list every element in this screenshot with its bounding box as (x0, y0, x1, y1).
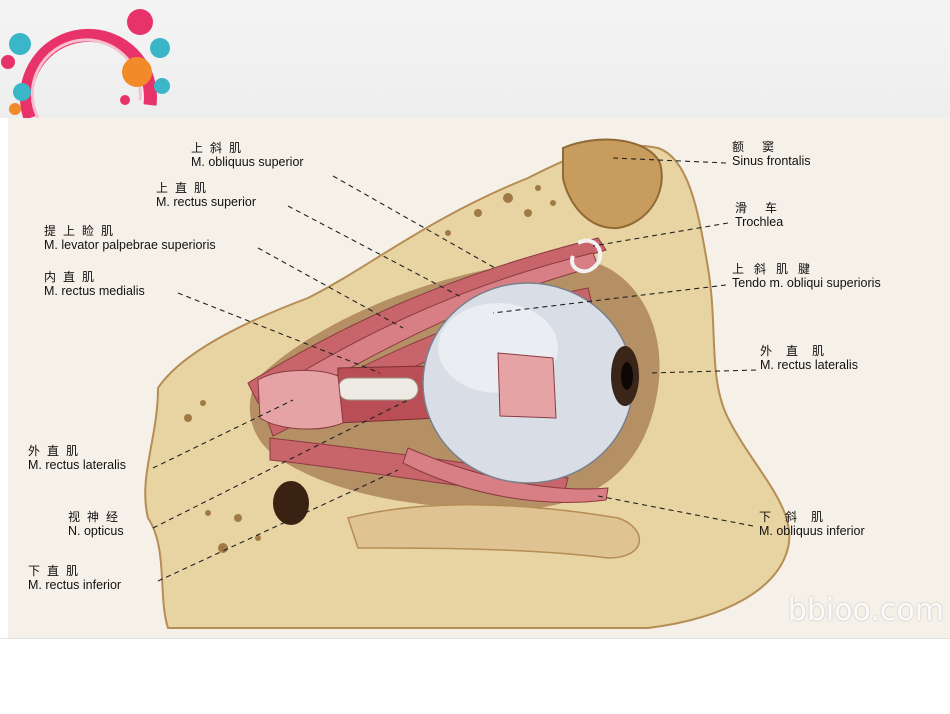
label-la: M. rectus superior (156, 195, 257, 209)
label-opticus: 视神经 N. opticus (68, 510, 125, 538)
optic-nerve (337, 377, 419, 401)
pupil (621, 362, 633, 390)
label-la: M. obliquus inferior (759, 524, 865, 538)
label-zh: 上斜肌 (191, 141, 249, 155)
label-rectus-superior: 上直肌 M. rectus superior (156, 181, 256, 209)
label-zh: 外直肌 (760, 344, 839, 358)
label-sinus-frontalis: 额窦 Sinus frontalis (732, 140, 811, 168)
orbital-floor (347, 504, 641, 559)
orbit-illustration (144, 138, 791, 629)
label-obliquus-inferior: 下斜肌 M. obliquus inferior (759, 510, 865, 538)
label-la: Trochlea (735, 215, 784, 229)
label-la: M. rectus inferior (28, 578, 122, 592)
label-zh: 外直肌 (28, 444, 86, 458)
label-la: M. rectus lateralis (28, 458, 126, 472)
label-la: N. opticus (68, 524, 124, 538)
label-rectus-inferior: 下直肌 M. rectus inferior (28, 564, 121, 592)
label-zh: 上直肌 (156, 181, 214, 195)
label-rectus-lateralis-right: 外直肌 M. rectus lateralis (760, 344, 858, 372)
frontal-sinus (562, 138, 663, 230)
label-la: Tendo m. obliqui superioris (732, 276, 881, 290)
decorative-ring-logo (1, 9, 170, 118)
label-tendo: 上斜肌腱 Tendo m. obliqui superioris (732, 262, 881, 290)
lateral-rectus-insertion (497, 352, 557, 419)
bone-pores (184, 185, 556, 553)
label-la: M. obliquus superior (191, 155, 304, 169)
orbit-anatomy-figure: 上斜肌 M. obliquus superior 上直肌 M. rectus s… (8, 118, 950, 638)
header-band (0, 0, 950, 118)
label-la: M. levator palpebrae superioris (44, 238, 216, 252)
footer-band (0, 638, 950, 714)
label-zh: 下直肌 (28, 564, 86, 578)
label-la: M. rectus lateralis (760, 358, 858, 372)
maxillary-opening (273, 481, 309, 525)
label-levator: 提上睑肌 M. levator palpebrae superioris (44, 224, 216, 252)
label-rectus-medialis: 内直肌 M. rectus medialis (44, 270, 145, 298)
label-obliquus-superior: 上斜肌 M. obliquus superior (191, 141, 304, 169)
label-la: Sinus frontalis (732, 154, 811, 168)
label-zh: 提上睑肌 (44, 224, 121, 238)
label-zh: 内直肌 (44, 270, 102, 284)
label-zh: 视神经 (68, 510, 126, 524)
trochlea-loop (570, 238, 603, 274)
inferior-oblique-muscle (402, 447, 609, 503)
lateral-rectus-stump (257, 369, 344, 430)
label-rectus-lateralis-left: 外直肌 M. rectus lateralis (28, 444, 126, 472)
label-zh: 上斜肌腱 (732, 262, 821, 276)
label-trochlea: 滑车 Trochlea (735, 201, 795, 229)
label-zh: 滑车 (735, 201, 796, 215)
watermark: bbioo.com (787, 593, 944, 628)
leader-lines (152, 157, 757, 582)
label-zh: 额窦 (732, 140, 793, 154)
label-la: M. rectus medialis (44, 284, 145, 298)
label-zh: 下斜肌 (759, 510, 838, 524)
